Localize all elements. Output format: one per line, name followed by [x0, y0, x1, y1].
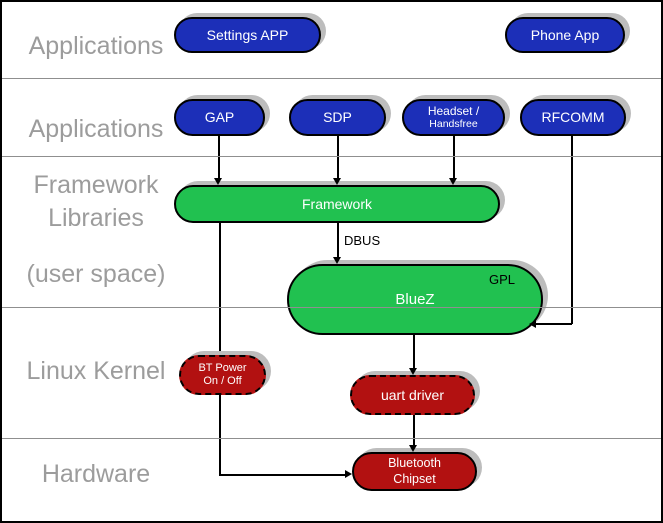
node-phone-app: Phone App [505, 17, 625, 53]
node-label-line: BT Power [198, 361, 247, 374]
layer-label-applications-framework: Applications Framework [16, 87, 176, 227]
edge-framework-chipset-vertical [219, 223, 221, 475]
node-label-line: On / Off [203, 375, 242, 387]
node-bt-power: BT Power On / Off [179, 355, 266, 395]
arrowhead-sdp-framework [333, 178, 341, 185]
arrowhead-framework-chipset [345, 470, 352, 478]
dbus-edge-label: DBUS [344, 233, 381, 248]
node-settings-app: Settings APP [174, 17, 321, 53]
layer-label-linux-kernel: Linux Kernel [26, 357, 166, 385]
node-gap: GAP [174, 99, 265, 136]
node-framework: Framework [174, 185, 500, 223]
layer-label-line: (user space) [26, 260, 166, 288]
divider-kernel-hardware [2, 438, 661, 439]
node-label-line: Headset / [427, 103, 480, 118]
edge-gap-framework [218, 135, 220, 179]
layer-label-applications: Applications [28, 32, 164, 60]
arrowhead-bluez-uart [409, 368, 417, 375]
arrowhead-rfcomm-bluez [529, 320, 536, 328]
node-sdp: SDP [289, 99, 386, 136]
node-label-line: Chipset [393, 471, 436, 486]
node-rfcomm: RFCOMM [520, 99, 626, 136]
node-headset-handsfree: Headset / Handsfree [402, 99, 505, 136]
edge-bluez-uart [413, 335, 415, 368]
layer-label-libraries: Libraries (user space) [6, 176, 186, 316]
node-bluez-label: BlueZ [395, 290, 435, 308]
divider-framework-libraries [2, 156, 661, 157]
arrowhead-gap-framework [214, 178, 222, 185]
layer-label-line: Framework [33, 171, 159, 199]
node-uart-driver: uart driver [350, 375, 475, 415]
edge-rfcomm-bluez-vertical [571, 135, 573, 324]
arrowhead-framework-bluez [333, 257, 341, 264]
edge-headset-framework [453, 135, 455, 179]
node-bluetooth-chipset: Bluetooth Chipset [352, 452, 477, 491]
node-label-line: Bluetooth [388, 455, 441, 470]
divider-libraries-kernel [2, 307, 661, 308]
arrowhead-headset-framework [449, 178, 457, 185]
edge-framework-bluez-dbus [337, 223, 339, 257]
node-label-line: Handsfree [429, 118, 478, 131]
layer-label-line: Applications [28, 115, 164, 143]
edge-rfcomm-bluez-horizontal [536, 323, 572, 325]
node-bluez: BlueZ GPL [287, 264, 543, 335]
arrowhead-uart-chipset [409, 445, 417, 452]
edge-uart-chipset [413, 415, 415, 445]
layer-label-hardware: Hardware [41, 460, 151, 488]
gpl-license-tag: GPL [488, 272, 515, 287]
layer-label-line: Libraries [48, 204, 144, 232]
divider-applications-framework [2, 78, 661, 79]
edge-sdp-framework [337, 135, 339, 179]
edge-framework-chipset-horizontal [219, 474, 345, 476]
